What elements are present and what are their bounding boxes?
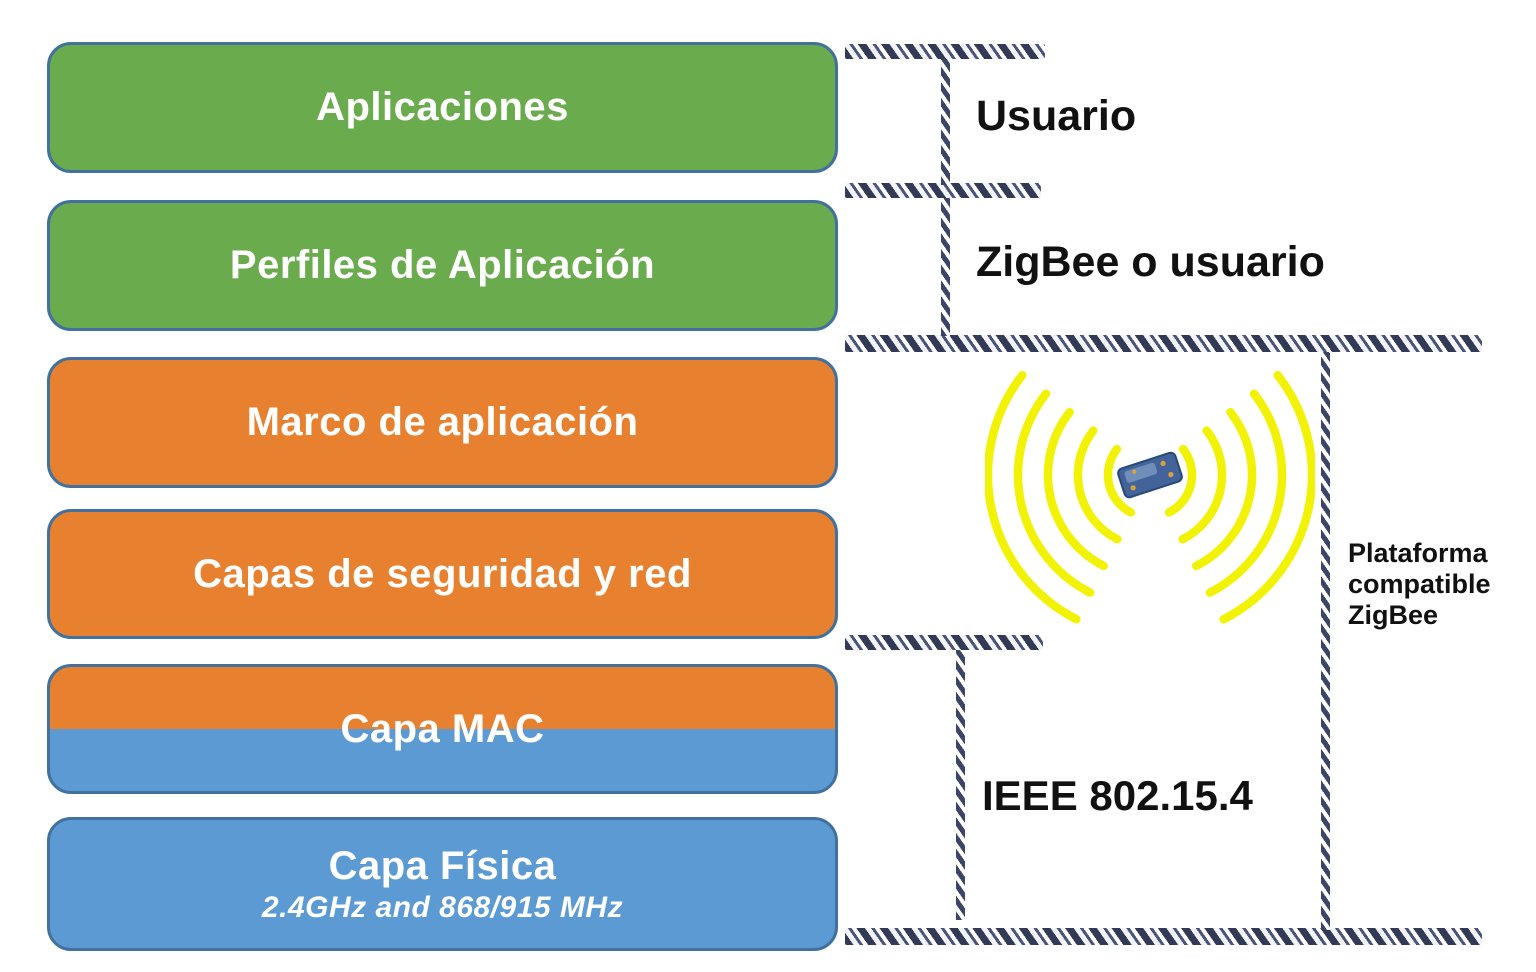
layer-box-aplicaciones: Aplicaciones: [47, 42, 838, 173]
layer-label: Capa MAC: [340, 706, 545, 751]
layer-label: Capas de seguridad y red: [193, 551, 692, 596]
wireless-signal-icon: [985, 370, 1315, 624]
dashed-connector-ieee: [956, 650, 965, 920]
signal-arcs: [985, 370, 1315, 624]
hatch-divider-zigbee-platform: [845, 335, 1482, 352]
layer-box-marco-de-aplicacion: Marco de aplicación: [47, 357, 838, 488]
plataforma-line1: Plataforma: [1348, 538, 1488, 568]
plataforma-compatible-zigbee-label: Plataforma compatible ZigBee: [1348, 538, 1518, 631]
hatch-divider-bottom: [845, 928, 1482, 945]
chip-icon: [1117, 451, 1183, 499]
layer-label: Perfiles de Aplicación: [229, 243, 656, 287]
layer-box-capa-fisica: Capa Física 2.4GHz and 868/915 MHz: [47, 817, 838, 951]
layer-label: Capa Física: [328, 843, 557, 888]
layer-box-capas-seguridad-red: Capas de seguridad y red: [47, 509, 838, 639]
layer-box-perfiles-de-aplicacion: Perfiles de Aplicación: [47, 200, 838, 331]
usuario-label: Usuario: [976, 92, 1137, 140]
zigbee-o-usuario-label: ZigBee o usuario: [976, 238, 1325, 286]
hatch-divider-ieee-top: [845, 635, 1043, 650]
dashed-connector-zigbee: [941, 198, 950, 336]
dashed-connector-usuario: [941, 59, 950, 185]
ieee-802-15-4-label: IEEE 802.15.4: [982, 772, 1253, 819]
layer-label: Aplicaciones: [316, 85, 569, 129]
layer-box-capa-mac: Capa MAC: [47, 664, 838, 794]
layer-label: Marco de aplicación: [246, 400, 639, 444]
layer-sublabel-frequencies: 2.4GHz and 868/915 MHz: [261, 890, 624, 924]
dashed-connector-plataforma: [1321, 352, 1330, 930]
hatch-divider-top: [845, 44, 1045, 59]
hatch-divider-usuario-zigbee: [845, 183, 1041, 198]
plataforma-line2: compatible: [1348, 569, 1491, 599]
plataforma-line3: ZigBee: [1348, 600, 1439, 630]
